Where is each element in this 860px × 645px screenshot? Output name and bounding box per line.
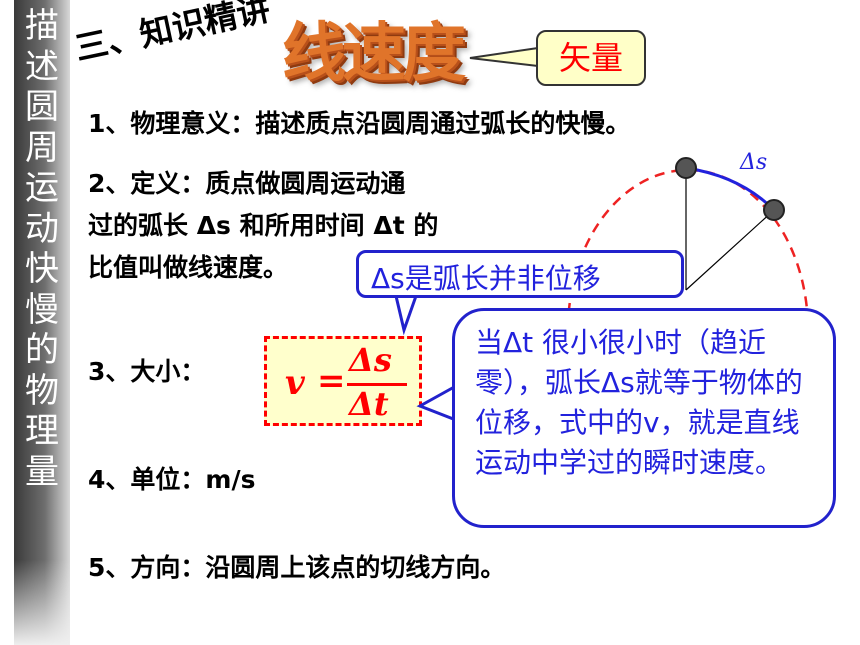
point-end	[763, 199, 785, 221]
formula-denominator: Δt	[349, 385, 389, 423]
formula-equals: =	[317, 361, 346, 401]
vector-tag-text: 矢量	[558, 39, 623, 77]
point-start	[675, 157, 697, 179]
line-definition-3: 比值叫做线速度。	[88, 253, 289, 282]
radius-line-2	[685, 209, 775, 291]
sidebar-title: 描述圆周运动快慢的物理量	[25, 6, 59, 492]
line-unit: 4、单位：m/s	[88, 465, 256, 494]
vector-tag: 矢量	[536, 30, 646, 86]
formula-lhs: v	[285, 363, 305, 403]
callout-note-text: 当Δt 很小很小时（趋近零），弧长Δs就等于物体的位移，式中的v，就是直线运动中…	[475, 326, 803, 479]
formula-box: v = Δs Δt	[264, 336, 422, 426]
arc-label: Δs	[740, 150, 768, 175]
formula-numerator: Δs	[349, 341, 392, 379]
sidebar-banner	[14, 0, 70, 645]
line-definition-2: 过的弧长 Δs 和所用时间 Δt 的	[88, 211, 439, 240]
line-meaning: 1、物理意义：描述质点沿圆周通过弧长的快慢。	[88, 109, 631, 138]
callout-arc: Δs是弧长并非位移	[356, 250, 684, 298]
line-direction: 5、方向：沿圆周上该点的切线方向。	[88, 553, 506, 582]
line-magnitude-label: 3、大小：	[88, 357, 206, 386]
formula-fraction-bar	[347, 383, 407, 386]
callout-arc-text: Δs是弧长并非位移	[371, 262, 601, 295]
sidebar-fade	[14, 560, 70, 645]
art-title: 线速度	[282, 16, 466, 91]
callout-note: 当Δt 很小很小时（趋近零），弧长Δs就等于物体的位移，式中的v，就是直线运动中…	[452, 308, 836, 528]
line-definition-1: 2、定义：质点做圆周运动通	[88, 169, 406, 198]
